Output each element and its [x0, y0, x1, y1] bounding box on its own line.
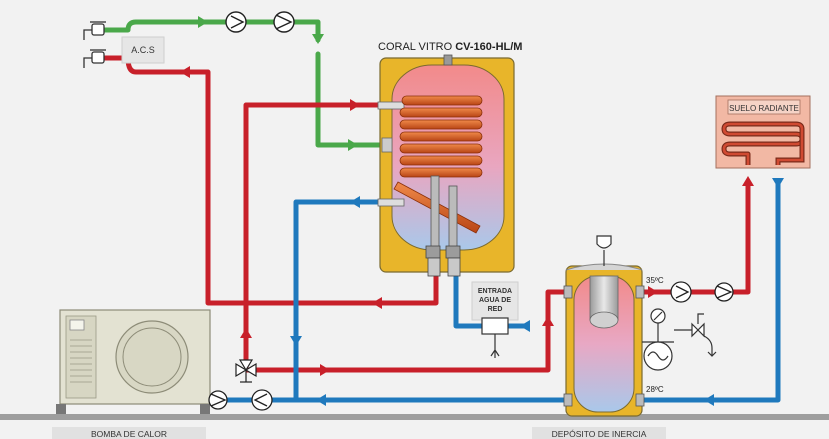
- pressure-gauge-icon: [642, 308, 674, 343]
- check-valve: [714, 282, 734, 302]
- inertia-tank: [563, 263, 645, 417]
- tap-icon: [83, 49, 106, 68]
- radiant-return-inner: [776, 129, 804, 165]
- heat-pump-unit: [56, 309, 211, 414]
- deposito-de-inercia-label: DEPÓSITO DE INERCIA: [552, 429, 647, 439]
- tank-connection: [377, 101, 405, 110]
- temp-cold: 28ºC: [646, 385, 664, 394]
- temp-hot: 35ºC: [646, 276, 664, 285]
- tank-title-model: CV-160-HL/M: [455, 41, 522, 53]
- safety-valve-icon: [674, 313, 717, 357]
- fan-icon: [115, 320, 189, 394]
- circulation-pump: [251, 389, 273, 411]
- three-way-valve: [235, 359, 257, 383]
- dip-tube: [430, 175, 440, 249]
- entrada-line1: ENTRADA: [478, 288, 512, 295]
- bomba-label-box: [52, 427, 206, 439]
- entrada-line2: AGUA DE: [479, 297, 511, 304]
- deposito-label-box: [532, 427, 666, 439]
- floor-line: [0, 414, 829, 420]
- check-valve: [208, 390, 228, 410]
- tank-bottom-fittings: [425, 245, 461, 277]
- entrada-line3: RED: [488, 306, 503, 313]
- acs-label: A.C.S: [131, 45, 155, 55]
- dip-tube: [448, 185, 458, 249]
- tank-top-outlet: [443, 54, 453, 66]
- flow-arrows-red: [180, 66, 754, 376]
- bomba-de-calor-label: BOMBA DE CALOR: [91, 429, 167, 439]
- flow-arrows-blue: [290, 178, 784, 406]
- safety-valve-group: [481, 317, 509, 358]
- flow-arrows-green: [198, 16, 358, 151]
- tank-connection: [381, 137, 393, 153]
- expansion-vessel: [643, 341, 673, 371]
- suelo-radiante-label: SUELO RADIANTE: [729, 104, 799, 113]
- water-inlet-box: [471, 281, 519, 321]
- floor-circulation-pump: [670, 281, 692, 303]
- acs-box: [121, 36, 165, 64]
- dhw-check-valve: [273, 11, 295, 33]
- dhw-pump: [225, 11, 247, 33]
- heat-exchanger-coil: [393, 95, 483, 234]
- suelo-radiante-label-box: [727, 99, 801, 115]
- dhw-pipes: [97, 19, 383, 148]
- air-purge-icon: [596, 235, 612, 266]
- tank-title: CORAL VITRO CV-160-HL/M: [378, 41, 522, 53]
- tap-icon: [83, 21, 106, 40]
- tank-title-prefix: CORAL VITRO: [378, 41, 455, 53]
- tank-connection: [377, 198, 405, 207]
